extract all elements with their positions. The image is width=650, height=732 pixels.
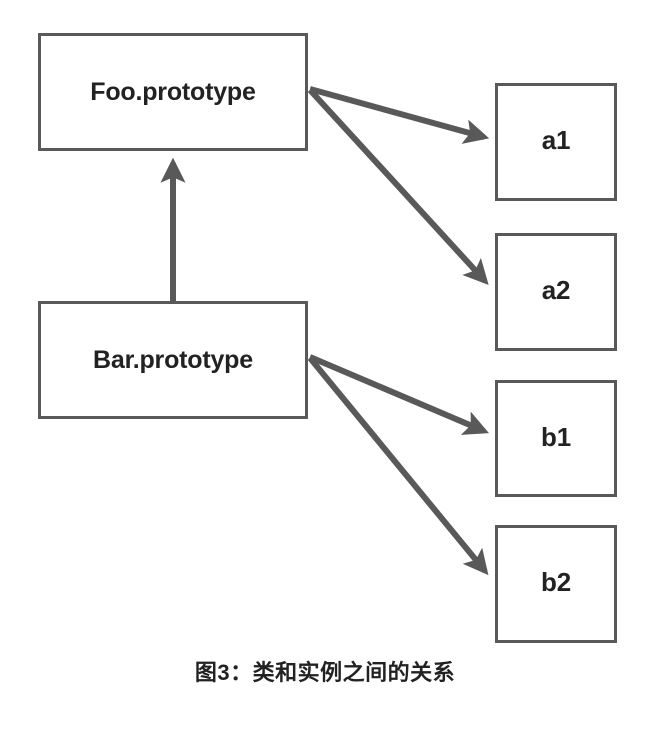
node-label-a1: a1 — [541, 125, 571, 155]
figure-caption: 图3：类和实例之间的关系 — [194, 660, 456, 685]
node-a2[interactable]: a2 — [495, 233, 617, 351]
node-foo-prototype[interactable]: Foo.prototype — [38, 33, 308, 151]
node-b2[interactable]: b2 — [495, 525, 617, 643]
node-label-a2: a2 — [541, 275, 571, 305]
edge-foo-to-a2 — [307, 87, 489, 285]
node-b1[interactable]: b1 — [495, 380, 617, 497]
node-label-foo-prototype: Foo.prototype — [90, 77, 256, 106]
node-label-bar-prototype: Bar.prototype — [93, 345, 253, 374]
node-bar-prototype[interactable]: Bar.prototype — [38, 301, 308, 419]
edge-bar-to-b2 — [307, 356, 489, 576]
node-label-b1: b1 — [541, 421, 571, 452]
edge-bar-to-b1 — [308, 354, 489, 435]
edge-foo-to-a1 — [309, 86, 490, 144]
node-label-b2: b2 — [541, 567, 571, 597]
node-a1[interactable]: a1 — [495, 83, 617, 201]
